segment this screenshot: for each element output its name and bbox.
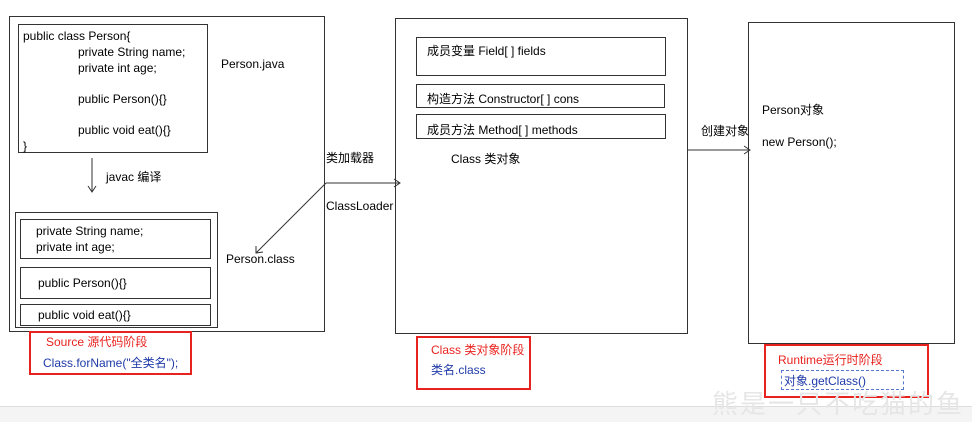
runtime-stage-highlight: [764, 344, 929, 398]
code-line-class-decl: public class Person{: [23, 29, 131, 43]
runtime-panel: [748, 22, 955, 344]
javac-compile-label: javac 编译: [106, 170, 162, 184]
new-person-call: new Person();: [762, 135, 837, 149]
class-stage-highlight: [416, 336, 531, 390]
create-object-label: 创建对象: [701, 124, 750, 138]
code-line-method: public void eat(){}: [78, 123, 171, 137]
person-object-label: Person对象: [762, 103, 825, 117]
source-stage-title: Source 源代码阶段: [46, 335, 148, 349]
create-object-arrowhead: [743, 145, 751, 155]
class-field-name: private String name;: [36, 224, 144, 238]
code-line-close-brace: }: [23, 139, 28, 153]
runtime-stage-code: 对象.getClass(): [784, 374, 867, 388]
class-loader-horizontal-arrowhead: [393, 178, 401, 188]
compile-arrowhead: [87, 185, 97, 193]
bottom-scroll-band: [0, 406, 972, 422]
class-constructors-member-box: 构造方法 Constructor[ ] cons: [416, 84, 665, 108]
runtime-code-selection-box: [781, 370, 904, 390]
class-methods-member-text: 成员方法 Method[ ] methods: [427, 123, 578, 137]
class-stage-code: 类名.class: [431, 363, 486, 377]
class-object-title: Class 类对象: [451, 152, 521, 166]
class-method-box: public void eat(){}: [20, 304, 211, 326]
class-loader-label-en: ClassLoader: [326, 199, 394, 213]
source-stage-code: Class.forName("全类名");: [43, 356, 179, 370]
class-method-text: public void eat(){}: [38, 308, 131, 322]
person-java-label: Person.java: [221, 57, 285, 71]
class-loader-label-cn: 类加载器: [326, 151, 375, 165]
class-fields-member-text: 成员变量 Field[ ] fields: [427, 44, 546, 58]
class-constructor-box: public Person(){}: [20, 267, 211, 299]
java-source-code-box: public class Person{ private String name…: [18, 24, 208, 153]
code-line-constructor: public Person(){}: [78, 92, 167, 106]
class-constructors-member-text: 构造方法 Constructor[ ] cons: [427, 92, 580, 106]
class-fields-member-box: 成员变量 Field[ ] fields: [416, 37, 666, 76]
code-line-age-field: private int age;: [78, 61, 157, 75]
class-fields-box: private String name; private int age;: [20, 219, 211, 259]
class-stage-title: Class 类对象阶段: [431, 343, 525, 357]
class-field-age: private int age;: [36, 240, 115, 254]
class-loader-diagonal-arrow: [255, 182, 327, 254]
code-line-name-field: private String name;: [78, 45, 186, 59]
source-stage-highlight: [29, 331, 192, 375]
class-methods-member-box: 成员方法 Method[ ] methods: [416, 114, 666, 139]
watermark-text: 熊是一只不吃猫的鱼: [712, 390, 965, 420]
class-loader-diagonal-arrowhead: [255, 246, 264, 254]
runtime-stage-title: Runtime运行时阶段: [778, 353, 883, 367]
person-class-label: Person.class: [226, 252, 295, 266]
class-constructor-text: public Person(){}: [38, 276, 127, 290]
